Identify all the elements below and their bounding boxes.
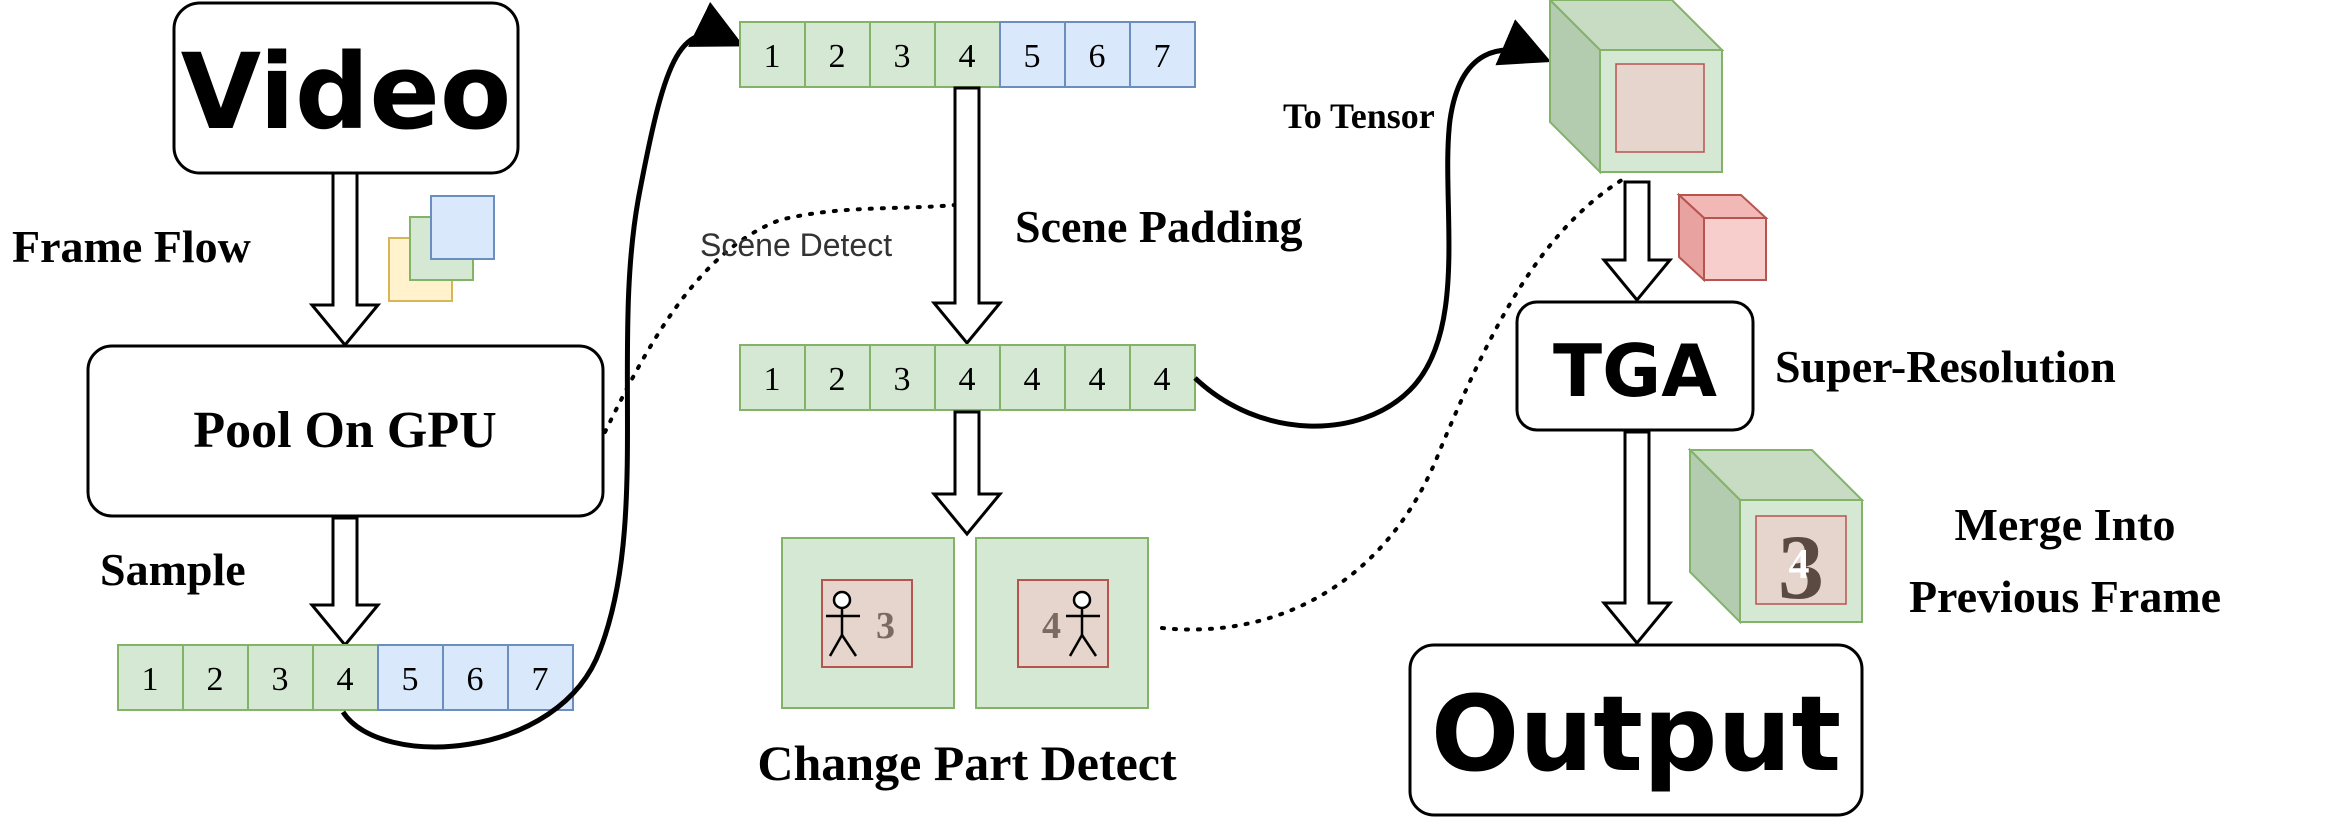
scene-padding-label: Scene Padding	[1015, 201, 1303, 252]
padded-cell-label: 2	[829, 361, 846, 398]
padded-cell-label: 3	[894, 361, 911, 398]
scene-cell	[1064, 21, 1131, 88]
scene-cell-label: 4	[959, 38, 976, 75]
merge-cube-front-digit: 4	[1789, 542, 1810, 588]
padded-cell	[1064, 344, 1131, 411]
change-frame-left: 3	[781, 537, 955, 709]
video-label: Video	[181, 31, 512, 153]
dotted-line-scene-detect	[603, 203, 957, 434]
sampled-sequence: 1 2 3 4 5 6 7	[117, 644, 574, 711]
person-icon	[1066, 590, 1100, 657]
sampled-cell-label: 3	[272, 661, 289, 698]
output-label: Output	[1431, 673, 1841, 795]
person-icon	[826, 590, 860, 657]
scene-cell-label: 3	[894, 38, 911, 75]
change-part-detect-label: Change Part Detect	[757, 735, 1177, 791]
merge-label-line2: Previous Frame	[1909, 571, 2221, 622]
hollow-arrow-pool-to-sample	[308, 516, 382, 648]
padded-cell-label: 4	[1089, 361, 1106, 398]
merge-cube-back-digit: 3	[1778, 516, 1824, 618]
sampled-cell-label: 4	[337, 661, 354, 698]
sampled-cell	[507, 644, 574, 711]
scene-cell-label: 1	[764, 38, 781, 75]
hollow-arrow-scene-padding	[930, 86, 1004, 346]
sampled-cell	[182, 644, 249, 711]
scene-cell	[999, 21, 1066, 88]
scene-cell	[1129, 21, 1196, 88]
padded-cell	[869, 344, 936, 411]
scene-cell	[869, 21, 936, 88]
padded-cell-label: 4	[1154, 361, 1171, 398]
small-red-cube	[1676, 192, 1769, 283]
pool-label: Pool On GPU	[193, 402, 496, 459]
padded-sequence: 1 2 3 4 4 4 4	[739, 344, 1196, 411]
merge-label-line1: Merge Into	[1955, 499, 2176, 550]
sampled-cell	[442, 644, 509, 711]
padded-cell-label: 4	[1024, 361, 1041, 398]
scene-detect-sequence: 1 2 3 4 5 6 7	[739, 21, 1196, 88]
hollow-arrow-tga-to-output	[1600, 430, 1674, 646]
sampled-cell	[312, 644, 379, 711]
scene-cell	[804, 21, 871, 88]
sampled-cell	[247, 644, 314, 711]
to-tensor-label: To Tensor	[1283, 96, 1435, 136]
hollow-arrow-change-detect	[930, 410, 1004, 537]
padded-cell-label: 4	[959, 361, 976, 398]
scene-cell-label: 6	[1089, 38, 1106, 75]
curve-arrow-sample-to-scene	[340, 1, 744, 750]
frame-stack-icon	[388, 195, 495, 302]
scene-cell-label: 2	[829, 38, 846, 75]
sampled-cell-label: 1	[142, 661, 159, 698]
padded-cell	[1129, 344, 1196, 411]
pool-node: Pool On GPU	[86, 344, 605, 518]
tga-label: TGA	[1553, 329, 1717, 413]
sampled-cell-label: 2	[207, 661, 224, 698]
sampled-cell-label: 7	[532, 661, 549, 698]
video-node: Video	[172, 1, 520, 175]
hollow-arrow-video-to-pool	[308, 171, 382, 348]
curve-arrow-to-tensor	[1193, 19, 1552, 429]
change-frame-left-number: 3	[876, 605, 895, 647]
scene-cell-label: 7	[1154, 38, 1171, 75]
padded-cell-label: 1	[764, 361, 781, 398]
output-node: Output	[1408, 643, 1864, 817]
change-frame-right-number: 4	[1042, 605, 1061, 647]
tensor-cube	[1548, 0, 1725, 175]
sampled-cell-label: 5	[402, 661, 419, 698]
super-resolution-label: Super-Resolution	[1775, 341, 2116, 392]
dotted-line-change-to-tensor	[1160, 176, 1627, 632]
merge-cube: 3 4	[1687, 447, 1865, 625]
change-frame-right: 4	[975, 537, 1149, 709]
tga-node: TGA	[1515, 300, 1755, 432]
frame-flow-label: Frame Flow	[12, 221, 251, 272]
sample-label: Sample	[100, 544, 246, 595]
hollow-arrow-tensor-to-tga	[1600, 180, 1674, 303]
padded-cell	[804, 344, 871, 411]
padded-cell	[934, 344, 1001, 411]
padded-cell	[739, 344, 806, 411]
scene-detect-label: Scene Detect	[700, 227, 892, 263]
sampled-cell	[377, 644, 444, 711]
sampled-cell-label: 6	[467, 661, 484, 698]
scene-cell-label: 5	[1024, 38, 1041, 75]
